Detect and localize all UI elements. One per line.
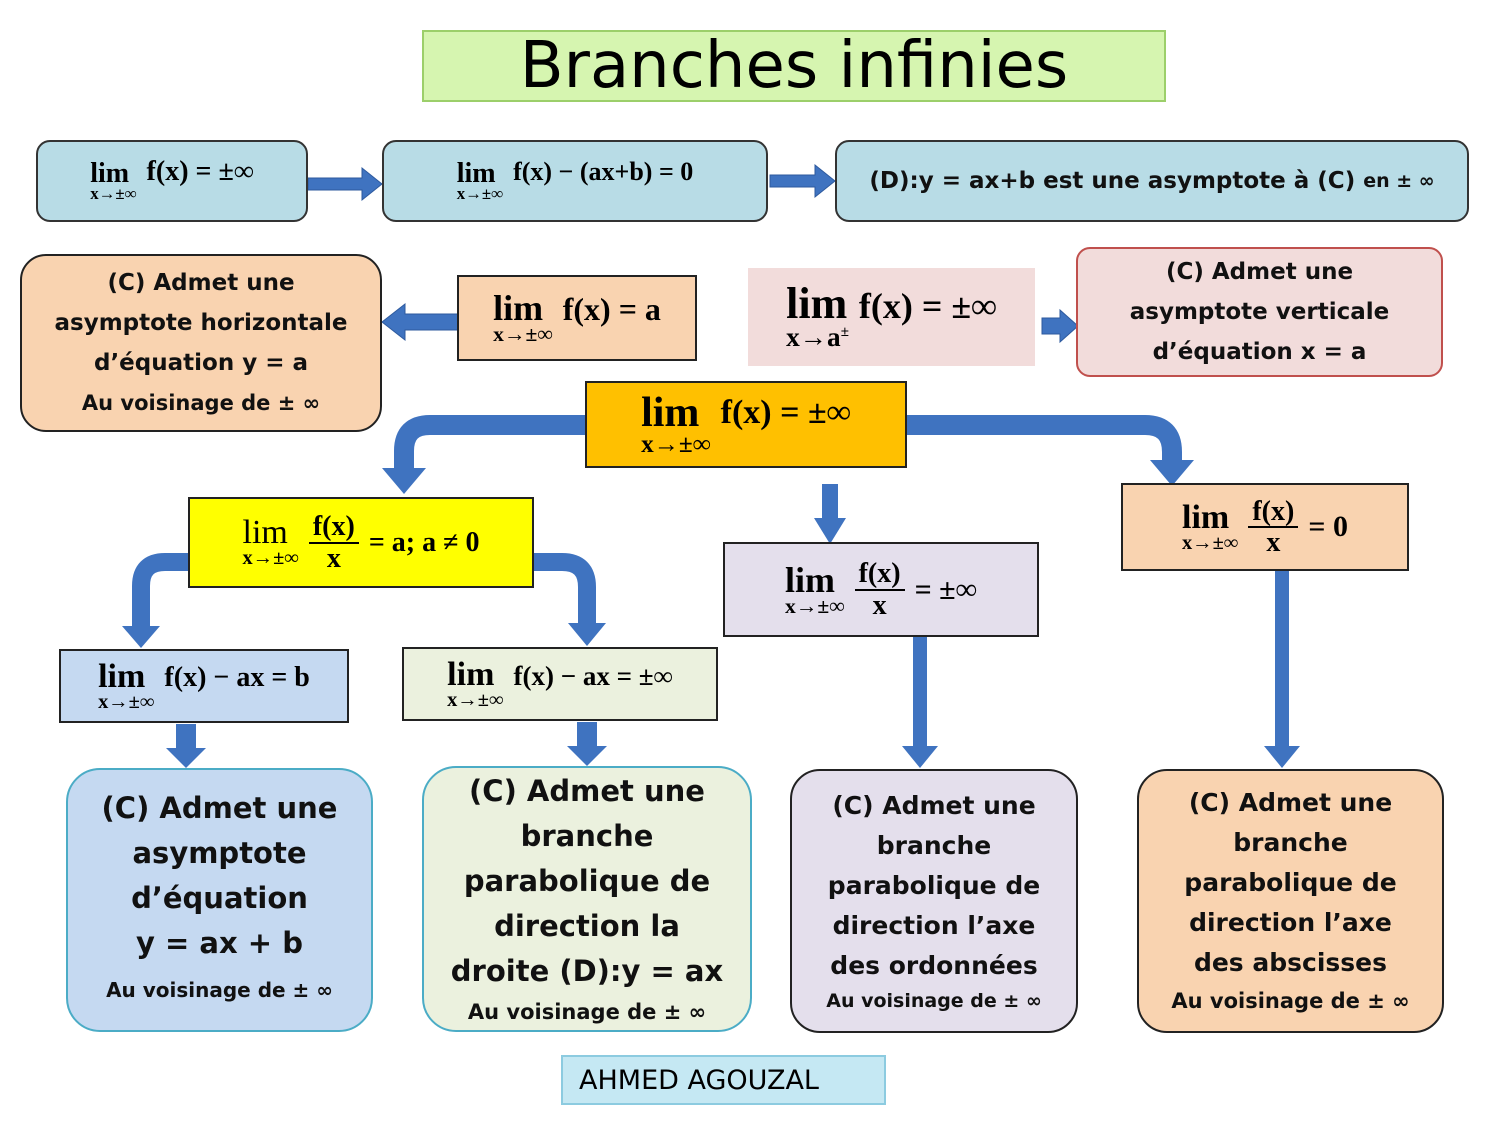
lim-sub: x→±∞ (456, 183, 504, 203)
result4-line-2: branche (1233, 828, 1348, 857)
frac-num: f(x) (308, 512, 359, 544)
arrow-to-vertical (1041, 308, 1079, 344)
vertical-asymptote-box: (C) Admet une asymptote verticale d’équa… (1076, 247, 1443, 377)
lim-sub: x→±∞ (493, 322, 553, 347)
oblique-asymptote-box: (D):y = ax+b est une asymptote à (C) en … (835, 140, 1469, 222)
lim-expr: f(x) = ±∞ (858, 286, 997, 326)
ratio-rhs: = ±∞ (914, 572, 978, 606)
horizontal-line-1: (C) Admet une (107, 270, 295, 296)
frac-den: x (1266, 527, 1281, 558)
result2-line-2: branche (520, 818, 654, 853)
arrow-yellow-to-green (534, 553, 596, 625)
result3-foot: Au voisinage de ± ∞ (826, 990, 1042, 1012)
horizontal-line-2: asymptote horizontale (54, 310, 348, 336)
title-box: Branches infinies (422, 29, 1166, 103)
result1-foot: Au voisinage de ± ∞ (106, 978, 333, 1002)
lim-word: lim (786, 279, 848, 329)
result2-line-4: direction la (494, 908, 680, 943)
oblique-asymptote-text: (D):y = ax+b est une asymptote à (C) (869, 168, 1356, 194)
lim-sub: x→±∞ (1182, 531, 1239, 554)
horizontal-line-4: Au voisinage de ± ∞ (81, 391, 321, 415)
lim-expr: f(x) = ±∞ (146, 155, 254, 187)
lim-word: lim (90, 157, 130, 189)
lim-expr: f(x) = ±∞ (720, 394, 851, 432)
result4-line-1: (C) Admet une (1188, 788, 1393, 817)
result4-line-3: parabolique de (1184, 868, 1397, 897)
frac-den: x (872, 589, 887, 621)
lim-expr: f(x) − ax = ±∞ (513, 660, 673, 691)
lim-word: lim (98, 657, 146, 695)
lim-word: lim (641, 389, 700, 436)
result-parabolic-d-box: (C) Admet une branche parabolique de dir… (422, 766, 752, 1032)
lim-expr: f(x) − ax = b (164, 662, 310, 693)
horizontal-line-3: d’équation y = a (93, 350, 309, 376)
page-title: Branches infinies (519, 29, 1069, 103)
result3-line-5: des ordonnées (830, 951, 1038, 980)
vertical-line-3: d’équation x = a (1152, 339, 1367, 365)
horizontal-asymptote-box: (C) Admet une asymptote horizontale d’éq… (20, 254, 382, 432)
vertical-line-2: asymptote verticale (1129, 299, 1390, 325)
result4-line-4: direction l’axe (1189, 908, 1392, 937)
lim-sub: x→±∞ (242, 547, 299, 570)
arrow-yellow-to-blue (132, 553, 188, 628)
arrow-lim-to-diff (307, 166, 383, 202)
lim-word: lim (784, 559, 835, 600)
result3-line-1: (C) Admet une (832, 791, 1036, 820)
lim-sub: x→a (786, 322, 841, 353)
result1-line-2: asymptote (132, 836, 307, 870)
lim-sub: x→±∞ (641, 430, 711, 458)
lim-expr: f(x) − (ax+b) = 0 (513, 156, 694, 186)
arrow-to-horizontal (381, 302, 461, 342)
result-asymptote-box: (C) Admet une asymptote d’équation y = a… (66, 768, 373, 1032)
lim-at-a-box: lim x→a± f(x) = ±∞ (748, 268, 1035, 366)
oblique-asymptote-tail: en ± ∞ (1363, 170, 1435, 192)
author-box: AHMED AGOUZAL (561, 1055, 886, 1105)
result3-line-3: parabolique de (827, 871, 1041, 900)
result4-foot: Au voisinage de ± ∞ (1171, 989, 1410, 1013)
author-name: AHMED AGOUZAL (579, 1064, 819, 1096)
result2-line-1: (C) Admet une (469, 773, 705, 808)
result2-line-3: parabolique de (463, 863, 711, 898)
lim-word: lim (1182, 498, 1230, 536)
arrow-diff-to-asymptote (769, 163, 836, 199)
result3-line-4: direction l’axe (832, 911, 1036, 940)
arrow-main-to-yellow (394, 415, 585, 470)
lim-word: lim (242, 514, 288, 552)
lim-expr: f(x) = a (562, 290, 661, 327)
vertical-line-1: (C) Admet une (1165, 259, 1354, 285)
ratio-rhs: = 0 (1308, 510, 1348, 543)
result1-line-1: (C) Admet une (101, 791, 338, 825)
result1-line-3: d’équation (131, 881, 308, 915)
lim-sup: ± (840, 324, 849, 341)
result1-line-4: y = ax + b (136, 926, 303, 960)
lim-word: lim (493, 288, 544, 329)
arrow-main-to-zero (907, 415, 1182, 462)
result-ordinates-box: (C) Admet une branche parabolique de dir… (790, 769, 1078, 1033)
lim-sub: x→±∞ (447, 688, 504, 711)
lim-sub: x→±∞ (784, 593, 845, 618)
result3-line-2: branche (876, 831, 992, 860)
frac-den: x (326, 542, 341, 574)
frac-num: f(x) (854, 559, 905, 591)
result4-line-5: des abscisses (1193, 948, 1388, 977)
result2-line-5: droite (D):y = ax (450, 953, 724, 988)
lim-sub: x→±∞ (90, 183, 137, 203)
frac-num: f(x) (1248, 496, 1299, 528)
lim-word: lim (447, 655, 495, 693)
ratio-rhs: = a; a ≠ 0 (368, 526, 480, 558)
result-abscissas-box: (C) Admet une branche parabolique de dir… (1137, 769, 1444, 1033)
result2-foot: Au voisinage de ± ∞ (467, 999, 707, 1024)
lim-word: lim (456, 157, 496, 189)
lim-sub: x→±∞ (98, 690, 155, 713)
